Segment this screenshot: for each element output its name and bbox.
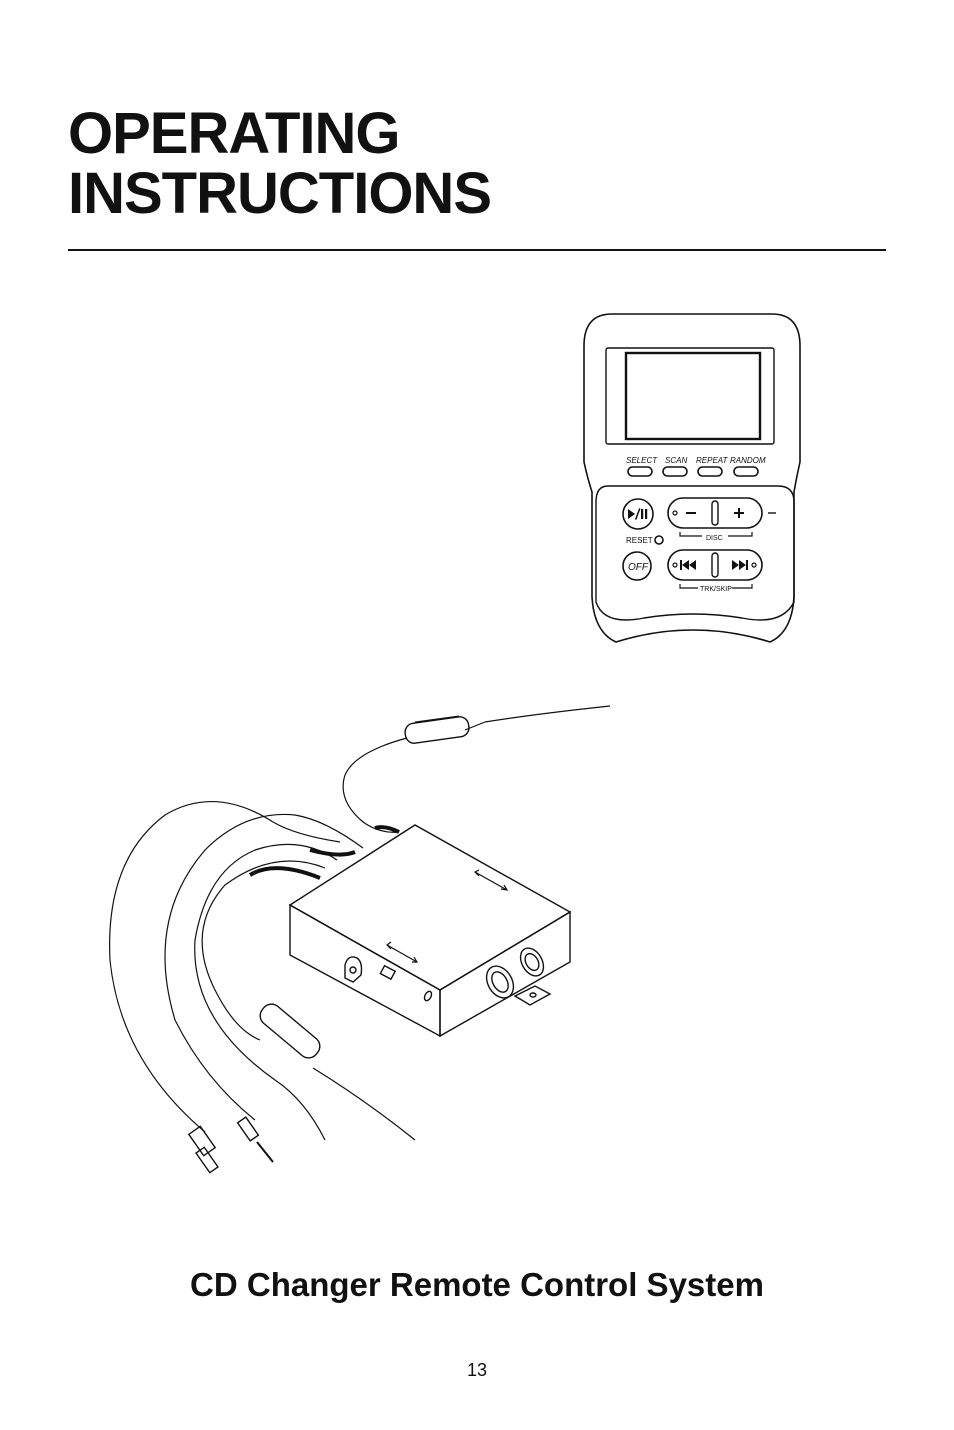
- scan-label: SCAN: [665, 456, 687, 465]
- select-label: SELECT: [626, 456, 658, 465]
- page-title-line-2: INSTRUCTIONS: [68, 161, 492, 226]
- antenna-wire: [484, 705, 611, 723]
- module-side: [439, 910, 571, 1038]
- rca-plug-1: [187, 1125, 219, 1174]
- inline-fuse-bottom: [259, 1003, 321, 1059]
- front-led: [423, 990, 433, 1002]
- rca-plug-2: [236, 1116, 274, 1163]
- module-front: [289, 903, 441, 1038]
- page-title: OPERATING INSTRUCTIONS: [68, 101, 492, 226]
- figure-caption: CD Changer Remote Control System: [190, 1266, 764, 1303]
- din-socket-1: [485, 965, 515, 999]
- mounting-tab-right: [513, 985, 552, 1006]
- page-title-line-1: OPERATING: [68, 101, 401, 166]
- repeat-label: REPEAT: [696, 456, 729, 465]
- plus-icon: [734, 508, 744, 518]
- play-pause-icon: [628, 508, 648, 520]
- front-switch: [379, 964, 397, 981]
- track-rocker: [667, 549, 763, 581]
- arrow-front-icon: [386, 941, 419, 963]
- interface-module-illustration: [109, 705, 611, 1174]
- scan-button: [662, 466, 688, 477]
- page-number: 13: [466, 1360, 488, 1380]
- remote-body: [583, 313, 801, 643]
- random-button: [733, 466, 759, 477]
- module-top: [288, 824, 572, 991]
- control-panel: [595, 485, 795, 621]
- cable-1: [374, 825, 400, 834]
- disc-label: DISC: [706, 535, 723, 542]
- remote-control-illustration: SELECT SCAN REPEAT RANDOM DISC RESET OFF: [583, 313, 801, 643]
- display-screen: [624, 351, 762, 441]
- off-button: [622, 551, 652, 581]
- screen-frame: [605, 347, 775, 445]
- trk-skip-label: TRK/SKIP: [700, 586, 732, 593]
- repeat-button: [697, 466, 723, 477]
- title-divider: [68, 249, 886, 251]
- random-label: RANDOM: [730, 456, 766, 465]
- play-pause-button: [622, 498, 654, 530]
- off-label: OFF: [628, 562, 649, 573]
- select-button: [627, 466, 653, 477]
- antenna-lead: [342, 737, 408, 833]
- reset-label: RESET: [626, 536, 653, 545]
- arrow-top-icon: [473, 869, 509, 891]
- disc-rocker: [667, 497, 763, 529]
- reset-button: [654, 535, 664, 545]
- inline-fuse-top: [404, 716, 470, 744]
- next-track-icon: [732, 560, 748, 570]
- prev-track-icon: [680, 560, 696, 570]
- mounting-tab-left: [344, 956, 363, 983]
- din-socket-2: [519, 947, 545, 977]
